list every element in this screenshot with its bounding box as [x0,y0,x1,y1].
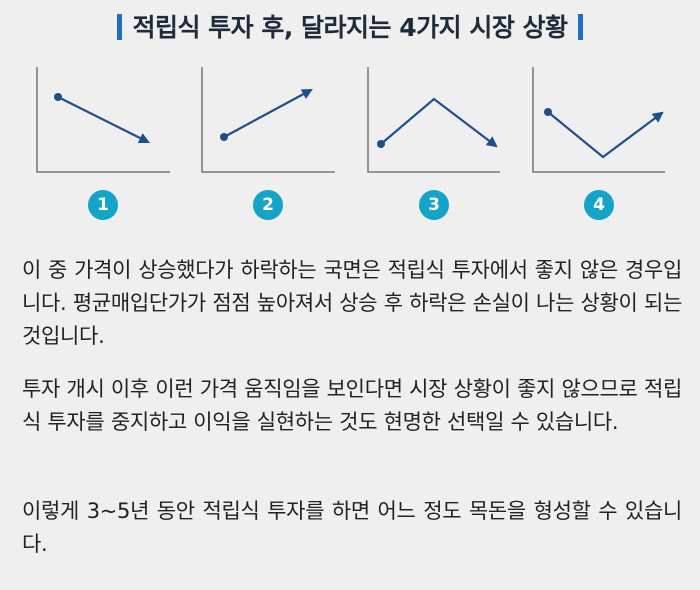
paragraph-3: 이렇게 3~5년 동안 적립식 투자를 하면 어느 정도 목돈을 형성할 수 있… [22,499,682,556]
chart-2-rising [201,67,335,173]
title-accent-bar-right [577,14,583,40]
chart-2-axis [201,67,335,173]
chart-3-rise-then-fall [367,67,500,173]
chart-1-declining [36,67,170,173]
chart-2-trend-line [223,88,313,138]
scenario-badge-4: 4 [584,190,614,220]
paragraph-2: 투자 개시 이후 이런 가격 움직임을 보인다면 시장 상황이 좋지 않으므로 … [22,377,682,434]
scenario-badge-3: 3 [419,190,449,220]
chart-3-trend-line [380,97,498,148]
page-title: 적립식 투자 후, 달라지는 4가지 시장 상황 [0,8,700,44]
title-text: 적립식 투자 후, 달라지는 4가지 시장 상황 [132,13,568,42]
chart-1-trend-line [57,96,150,143]
chart-4-axis [532,67,665,173]
scenario-badge-1: 1 [88,190,118,220]
paragraph-1: 이 중 가격이 상승했다가 하락하는 국면은 적립식 투자에서 좋지 않은 경우… [22,258,682,348]
chart-3-axis [367,67,500,173]
scenario-badge-2: 2 [253,190,283,220]
title-accent-bar-left [117,14,123,40]
scenario-charts [36,67,665,173]
chart-4-trend-line [547,111,664,159]
chart-1-axis [36,67,170,173]
chart-4-fall-then-rise [532,67,665,173]
